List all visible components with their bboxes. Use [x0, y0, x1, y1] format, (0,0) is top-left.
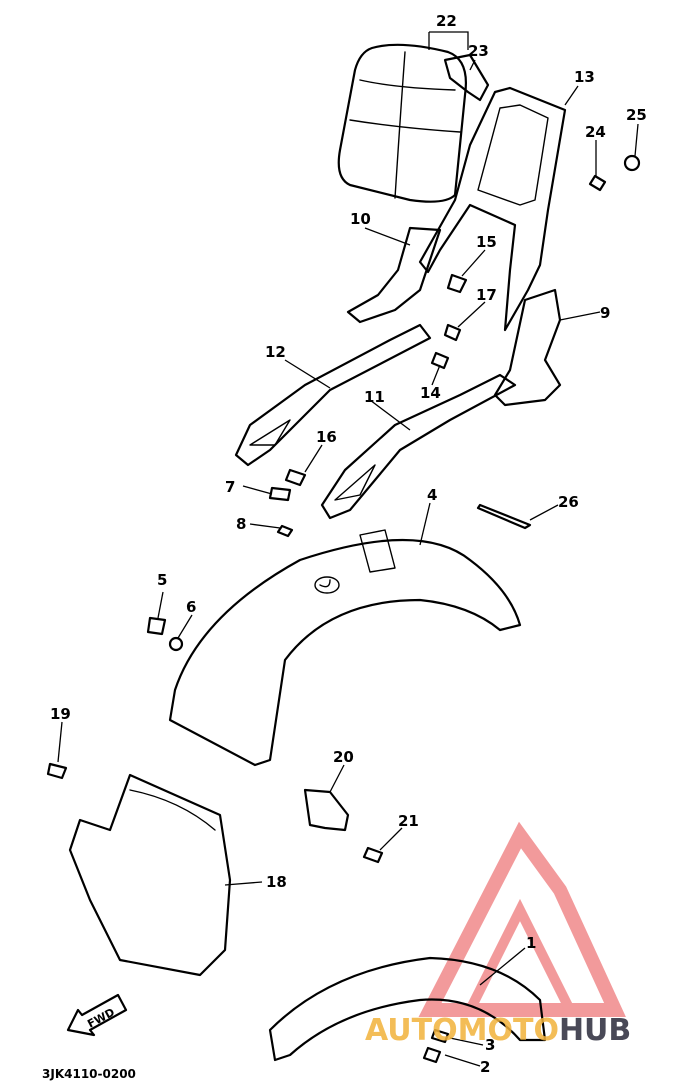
callout-7: 7 [225, 478, 235, 496]
grab-bar-left [234, 323, 432, 467]
callout-8: 8 [236, 515, 246, 533]
callout-20: 20 [333, 748, 354, 766]
backrest-frame [418, 86, 567, 332]
callout-22: 22 [436, 12, 457, 30]
callout-23: 23 [468, 42, 489, 60]
callout-17: 17 [476, 286, 497, 304]
grab-bar-right [320, 373, 517, 520]
callout-3: 3 [485, 1036, 495, 1054]
callout-18: 18 [266, 873, 287, 891]
callout-12: 12 [265, 343, 286, 361]
callout-10: 10 [350, 210, 371, 228]
callout-25: 25 [626, 106, 647, 124]
backrest-pad [337, 43, 467, 203]
front-fender [268, 956, 547, 1062]
trim-strip [476, 503, 532, 530]
rear-fender [168, 529, 522, 767]
callout-13: 13 [574, 68, 595, 86]
callout-24: 24 [585, 123, 606, 141]
callout-14: 14 [420, 384, 441, 402]
backrest-bracket [443, 53, 490, 102]
drawing-code: 3JK4110-0200 [42, 1067, 136, 1081]
callout-9: 9 [600, 304, 610, 322]
callouts: 1 2 3 4 5 6 7 8 9 10 11 12 13 14 15 16 1… [50, 12, 647, 1076]
license-bracket [303, 788, 350, 832]
callout-11: 11 [364, 388, 385, 406]
callout-4: 4 [427, 486, 437, 504]
callout-19: 19 [50, 705, 71, 723]
leader-lines [57, 31, 639, 1067]
watermark-text-part1: AUTOMOTO [365, 1013, 559, 1048]
callout-21: 21 [398, 812, 419, 830]
callout-5: 5 [157, 571, 167, 589]
callout-1: 1 [526, 934, 536, 952]
callout-16: 16 [316, 428, 337, 446]
hardware [46, 154, 641, 1064]
fwd-arrow: FWD [66, 993, 128, 1037]
side-cover [493, 288, 562, 407]
callout-6: 6 [186, 598, 196, 616]
frame-bracket [346, 226, 442, 324]
callout-2: 2 [480, 1058, 490, 1076]
watermark-text: AUTOMOTOHUB [365, 1013, 631, 1048]
callout-26: 26 [558, 493, 579, 511]
inner-fender [68, 773, 232, 977]
watermark-logo [418, 821, 626, 1017]
watermark-text-part2: HUB [559, 1013, 631, 1048]
callout-15: 15 [476, 233, 497, 251]
